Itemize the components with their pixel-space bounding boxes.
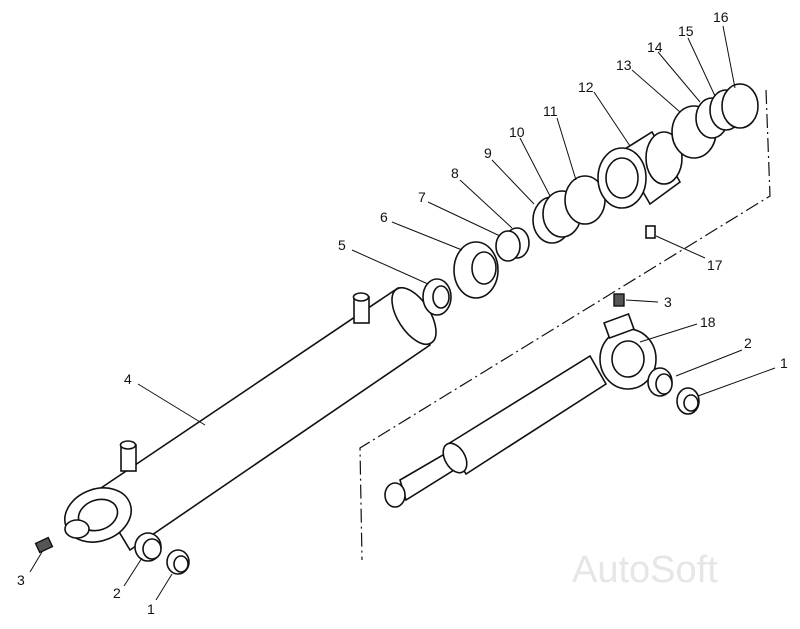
callout-1-left: 1	[147, 601, 155, 617]
bushing-right	[647, 367, 673, 397]
callout-5: 5	[338, 237, 346, 253]
callout-15: 15	[678, 23, 694, 39]
bushing-left	[134, 532, 162, 562]
callout-2-left: 2	[113, 585, 121, 601]
piston	[597, 130, 683, 209]
assembly-boundary	[359, 89, 771, 561]
callout-12: 12	[578, 79, 594, 95]
piston-rings	[671, 83, 759, 159]
callout-10: 10	[509, 124, 525, 140]
callout-7: 7	[418, 189, 426, 205]
callout-3-right: 3	[664, 294, 672, 310]
grease-nipple-left	[34, 536, 54, 554]
ring-right	[676, 387, 700, 415]
callout-1-right: 1	[780, 355, 788, 371]
nut	[645, 225, 656, 239]
watermark: AutoSoft	[572, 549, 718, 591]
callout-6: 6	[380, 209, 388, 225]
leader-lines	[29, 25, 776, 601]
seal-stack	[422, 175, 606, 316]
callout-3-left: 3	[17, 572, 25, 588]
piston-rod	[384, 293, 657, 508]
callout-18: 18	[700, 314, 716, 330]
callout-13: 13	[616, 57, 632, 73]
callout-4: 4	[124, 371, 132, 387]
callout-9: 9	[484, 145, 492, 161]
callout-16: 16	[713, 9, 729, 25]
callout-8: 8	[451, 165, 459, 181]
callout-14: 14	[647, 39, 663, 55]
callout-labels: 16 15 14 13 12 11 10 9 8 7 6 5 4 17 3 18…	[17, 9, 788, 617]
callout-2-right: 2	[744, 335, 752, 351]
ring-left	[166, 549, 190, 575]
cylinder-tube	[64, 286, 437, 552]
callout-17: 17	[707, 257, 723, 273]
callout-11: 11	[543, 103, 558, 119]
